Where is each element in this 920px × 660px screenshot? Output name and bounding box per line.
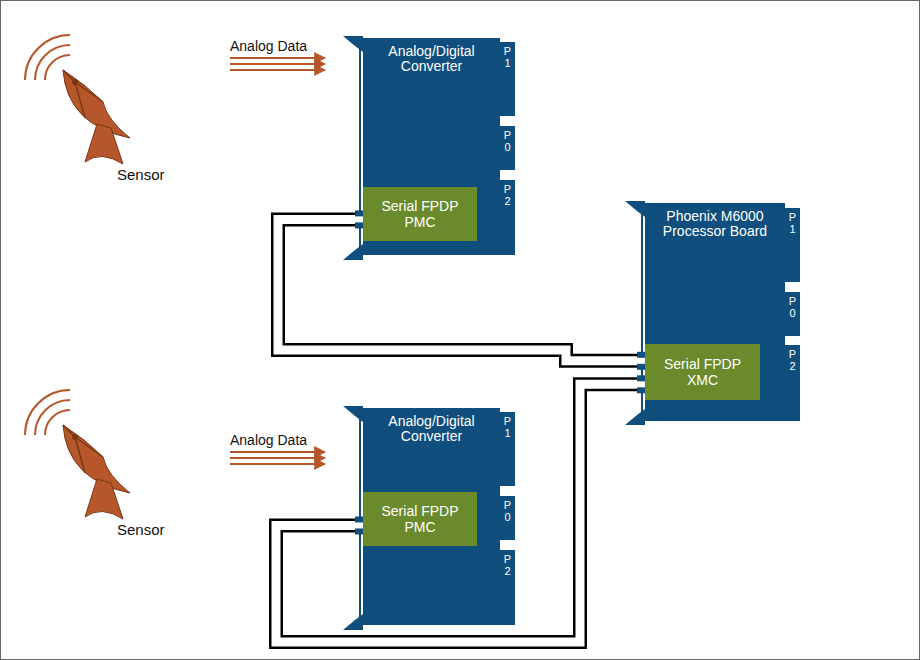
figure-label: Analog Data	[230, 432, 307, 448]
circuit-board: Analog/Digital ConverterP1P0P2Serial FPD…	[363, 38, 500, 255]
backplane-connector: P2	[500, 180, 515, 255]
card-name: Serial FPDP PMC	[374, 198, 466, 230]
backplane-connector: P2	[785, 345, 800, 421]
backplane-connector: P2	[500, 550, 515, 625]
mezzanine-card: Serial FPDP PMC	[363, 492, 477, 546]
figure-label: Sensor	[117, 521, 165, 538]
circuit-board: Analog/Digital ConverterP1P0P2Serial FPD…	[363, 408, 500, 625]
cable-port	[355, 528, 363, 534]
cable-port	[637, 364, 645, 370]
front-panels	[343, 36, 645, 630]
backplane-connector: P0	[500, 496, 515, 540]
connector-name: P2	[789, 348, 797, 372]
connector-name: P2	[504, 553, 512, 577]
cable-port	[355, 222, 363, 228]
mezzanine-card: Serial FPDP PMC	[363, 187, 477, 241]
figure-label: Analog Data	[230, 38, 307, 54]
connector-name: P1	[504, 415, 512, 439]
cable-port	[355, 516, 363, 522]
connector-name: P0	[789, 295, 797, 319]
serial-fpdp-cable	[276, 384, 645, 642]
backplane-connector: P0	[500, 126, 515, 170]
board-name: Phoenix M6000 Processor Board	[645, 203, 785, 239]
backplane-connector: P0	[785, 292, 800, 336]
connector-name: P0	[504, 499, 512, 523]
figure-label: Sensor	[117, 166, 165, 183]
circuit-board: Phoenix M6000 Processor BoardP1P0P2Seria…	[645, 203, 785, 421]
mezzanine-card: Serial FPDP XMC	[645, 344, 760, 400]
connector-name: P1	[504, 45, 512, 69]
cable-port	[637, 352, 645, 358]
cable-outline	[276, 384, 645, 642]
sensor-dish-icon	[25, 390, 130, 519]
connector-name: P1	[789, 211, 797, 235]
board-name: Analog/Digital Converter	[363, 408, 500, 444]
connector-name: P0	[504, 129, 512, 153]
board-name: Analog/Digital Converter	[363, 38, 500, 74]
card-name: Serial FPDP PMC	[374, 503, 466, 535]
cable-port	[637, 375, 645, 381]
backplane-connector: P1	[785, 208, 800, 282]
cable-port	[355, 210, 363, 216]
sensor-dish-icon	[25, 35, 130, 164]
cable-core	[276, 384, 645, 642]
backplane-connector: P1	[500, 42, 515, 116]
card-name: Serial FPDP XMC	[657, 356, 749, 388]
backplane-connector: P1	[500, 412, 515, 486]
connector-name: P2	[504, 183, 512, 207]
cable-port	[637, 387, 645, 393]
